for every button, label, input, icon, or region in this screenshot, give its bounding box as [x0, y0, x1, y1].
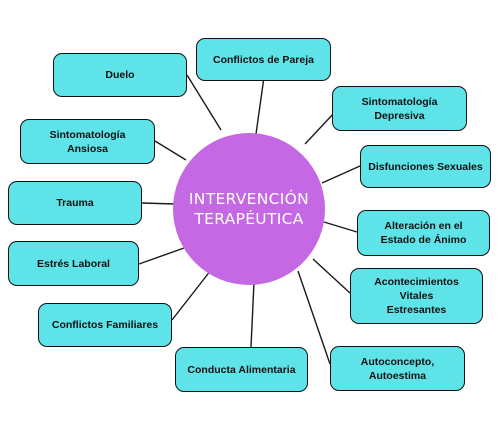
connector-autoconcepto — [297, 270, 331, 365]
node-sintomatologia-ansiosa: Sintomatología Ansiosa — [20, 119, 155, 164]
node-estres-laboral: Estrés Laboral — [8, 241, 139, 286]
connector-duelo — [186, 74, 222, 131]
node-sintomatologia-depresiva: Sintomatología Depresiva — [332, 86, 467, 131]
node-conducta-alimentaria: Conducta Alimentaria — [175, 347, 308, 392]
connector-disfunciones-sexuales — [321, 165, 361, 184]
connector-conflictos-de-pareja — [255, 76, 265, 135]
connector-alteracion-estado-animo — [323, 221, 358, 233]
connector-estres-laboral — [138, 247, 185, 265]
node-disfunciones-sexuales: Disfunciones Sexuales — [360, 145, 491, 188]
connector-conducta-alimentaria — [250, 281, 255, 348]
connector-acontecimientos-vitales — [312, 258, 351, 294]
connector-sintomatologia-ansiosa — [154, 140, 187, 161]
node-trauma: Trauma — [8, 181, 142, 225]
center-node-label: INTERVENCIÓN TERAPÉUTICA — [188, 190, 310, 228]
node-acontecimientos-vitales: Acontecimientos Vitales Estresantes — [350, 268, 483, 324]
node-conflictos-de-pareja: Conflictos de Pareja — [196, 38, 331, 81]
connector-sintomatologia-depresiva — [304, 111, 336, 145]
node-autoconcepto: Autoconcepto, Autoestima — [330, 346, 465, 391]
connector-trauma — [141, 202, 176, 205]
center-node-intervencion-terapeutica: INTERVENCIÓN TERAPÉUTICA — [173, 133, 325, 285]
node-duelo: Duelo — [53, 53, 187, 97]
connector-conflictos-familiares — [171, 269, 212, 321]
node-conflictos-familiares: Conflictos Familiares — [38, 303, 172, 347]
node-alteracion-estado-animo: Alteración en el Estado de Ánimo — [357, 210, 490, 256]
